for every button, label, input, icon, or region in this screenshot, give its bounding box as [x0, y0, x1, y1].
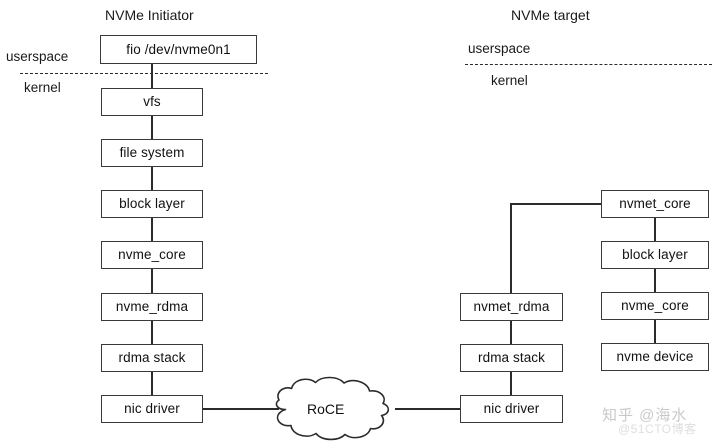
left-kernel-label: kernel	[24, 80, 61, 95]
connector-rdmastack-to-nicdriver-target	[510, 372, 512, 395]
connector-nvmetcore-to-nvmetrdma-horizontal	[510, 203, 602, 205]
connector-nvmetcore-to-nvmetrdma-vertical	[510, 203, 512, 293]
box-nvme-core-target[interactable]: nvme_core	[601, 292, 709, 320]
connector-initiator-to-network	[203, 408, 279, 410]
box-file-system[interactable]: file system	[101, 139, 203, 167]
connector-nvmecore-to-nvmerdma	[151, 269, 153, 293]
box-block-layer-initiator[interactable]: block layer	[101, 190, 203, 218]
connector-filesystem-to-blocklayer	[151, 167, 153, 190]
box-nvme-core-initiator[interactable]: nvme_core	[101, 241, 203, 269]
box-block-layer-target[interactable]: block layer	[601, 241, 709, 269]
box-nvmet-core[interactable]: nvmet_core	[601, 190, 709, 218]
left-userspace-label: userspace	[6, 49, 69, 64]
box-vfs[interactable]: vfs	[101, 88, 203, 116]
connector-blocklayer-to-nvmecore-target	[654, 269, 656, 292]
box-rdma-stack-target[interactable]: rdma stack	[460, 344, 563, 372]
box-nvme-rdma[interactable]: nvme_rdma	[101, 293, 203, 321]
connector-nvmetcore-to-blocklayer	[654, 218, 656, 241]
connector-network-to-target	[395, 408, 460, 410]
network-cloud-icon	[275, 376, 390, 441]
connector-nvmerdma-to-rdmastack	[151, 321, 153, 344]
watermark-secondary: @51CTO博客	[618, 422, 697, 436]
left-privilege-separator	[20, 73, 268, 74]
initiator-title: NVMe Initiator	[105, 7, 194, 23]
box-rdma-stack-initiator[interactable]: rdma stack	[101, 344, 203, 372]
right-privilege-separator	[465, 64, 712, 65]
box-nvme-device[interactable]: nvme device	[601, 343, 709, 371]
network-cloud-label: RoCE	[307, 401, 345, 417]
box-fio[interactable]: fio /dev/nvme0n1	[100, 35, 257, 64]
target-title: NVMe target	[511, 7, 590, 23]
connector-nvmetrdma-to-rdmastack	[510, 321, 512, 344]
box-nic-driver-initiator[interactable]: nic driver	[101, 395, 203, 423]
connector-blocklayer-to-nvmecore	[151, 218, 153, 241]
connector-vfs-to-filesystem	[151, 116, 153, 139]
connector-nvmecore-to-nvmedevice	[654, 320, 656, 343]
right-kernel-label: kernel	[491, 73, 528, 88]
right-userspace-label: userspace	[468, 41, 531, 56]
box-nic-driver-target[interactable]: nic driver	[460, 395, 563, 423]
connector-rdmastack-to-nicdriver	[151, 372, 153, 395]
watermark-primary: 知乎 @海水	[602, 407, 688, 424]
box-nvmet-rdma[interactable]: nvmet_rdma	[460, 293, 563, 321]
connector-fio-to-vfs	[151, 64, 153, 88]
